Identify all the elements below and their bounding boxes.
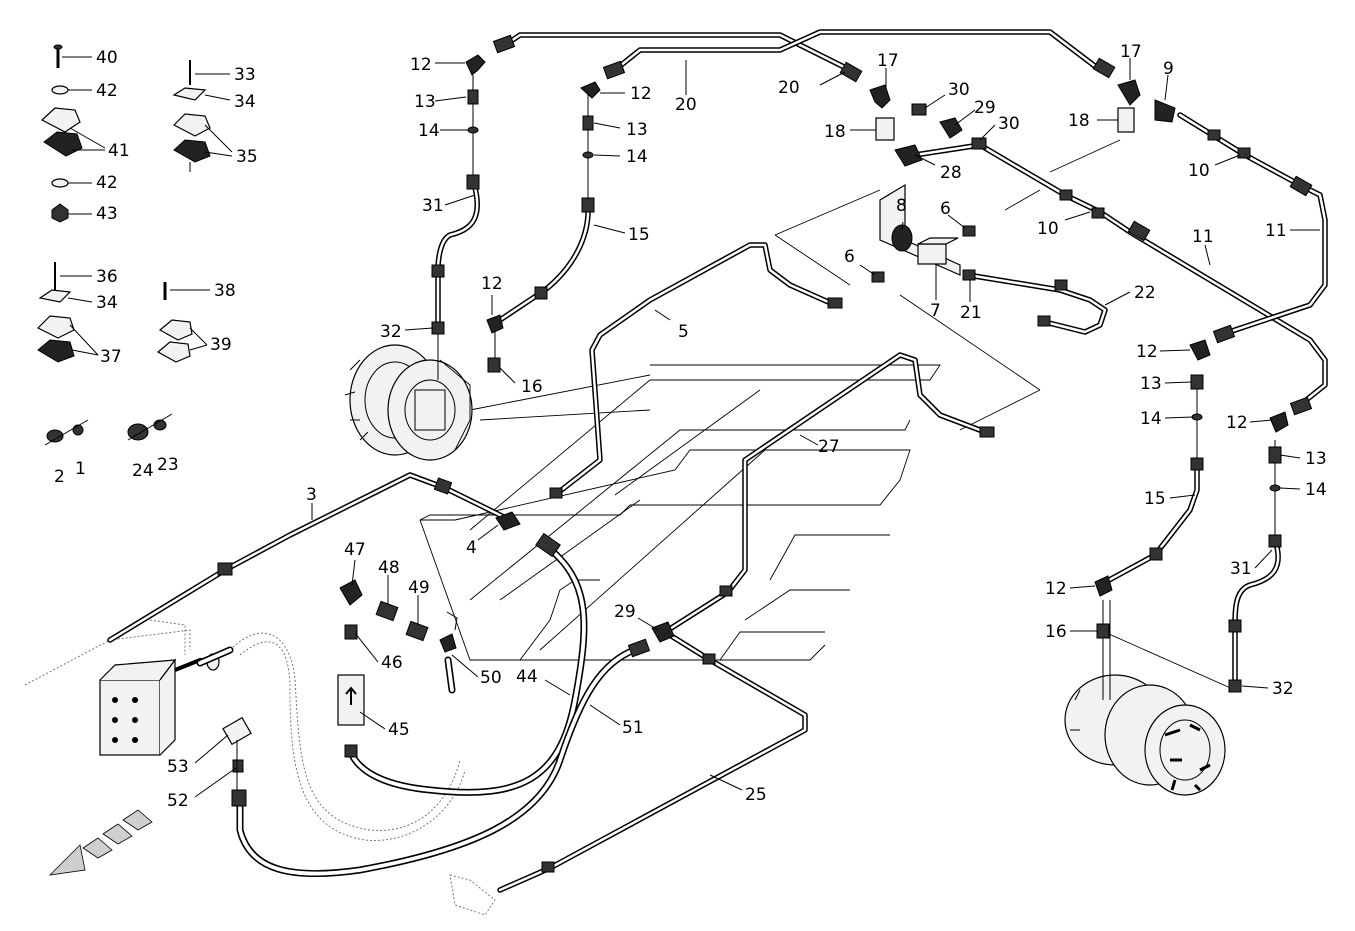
left-wheel-motor: [344, 344, 473, 461]
callout-46: 46: [381, 653, 403, 673]
callout-44: 44: [516, 667, 538, 687]
filter-assembly: [222, 579, 458, 807]
callout-11: 11: [1265, 221, 1287, 241]
callout-14: 14: [418, 121, 440, 141]
callout-45: 45: [388, 720, 410, 740]
callout-29: 29: [974, 98, 996, 118]
callout-3: 3: [306, 485, 317, 505]
callout-23: 23: [157, 455, 179, 475]
callout-5: 5: [678, 322, 689, 342]
callout-47: 47: [344, 540, 366, 560]
callout-34: 34: [234, 92, 256, 112]
callout-12: 12: [410, 55, 432, 75]
right-wheel-motor: [1064, 629, 1236, 796]
callout-13: 13: [626, 120, 648, 140]
callout-40: 40: [96, 48, 118, 68]
callout-30: 30: [948, 80, 970, 100]
callout-34: 34: [96, 293, 118, 313]
callout-53: 53: [167, 757, 189, 777]
callout-21: 21: [960, 303, 982, 323]
callout-30: 30: [998, 114, 1020, 134]
callout-12: 12: [1136, 342, 1158, 362]
callout-10: 10: [1037, 219, 1059, 239]
callout-22: 22: [1134, 283, 1156, 303]
switch-bracket: [871, 183, 976, 283]
direction-arrow-icon: [48, 809, 153, 876]
callout-48: 48: [378, 558, 400, 578]
callout-51: 51: [622, 718, 644, 738]
callout-32: 32: [380, 322, 402, 342]
callout-16: 16: [1045, 622, 1067, 642]
callout-38: 38: [214, 281, 236, 301]
callout-13: 13: [1140, 374, 1162, 394]
callout-18: 18: [824, 122, 846, 142]
callout-27: 27: [818, 437, 840, 457]
valve-block: [24, 619, 220, 756]
callout-35: 35: [236, 147, 258, 167]
callout-49: 49: [408, 578, 430, 598]
callout-6: 6: [844, 247, 855, 267]
callout-13: 13: [414, 92, 436, 112]
callout-15: 15: [628, 225, 650, 245]
callout-13: 13: [1305, 449, 1327, 469]
callout-12: 12: [1045, 579, 1067, 599]
callout-20: 20: [675, 95, 697, 115]
callout-42: 42: [96, 173, 118, 193]
callout-39: 39: [210, 335, 232, 355]
callout-24: 24: [132, 461, 154, 481]
callout-14: 14: [626, 147, 648, 167]
callout-12: 12: [630, 84, 652, 104]
clamp-hardware: [36, 44, 211, 446]
callout-31: 31: [1230, 559, 1252, 579]
callout-4: 4: [466, 538, 477, 558]
callout-16: 16: [521, 377, 543, 397]
callout-17: 17: [1120, 42, 1142, 62]
callout-33: 33: [234, 65, 256, 85]
callout-15: 15: [1144, 489, 1166, 509]
callout-17: 17: [877, 51, 899, 71]
callout-14: 14: [1140, 409, 1162, 429]
callout-8: 8: [896, 196, 907, 216]
callout-14: 14: [1305, 480, 1327, 500]
callout-12: 12: [1226, 413, 1248, 433]
callout-20: 20: [778, 78, 800, 98]
callout-31: 31: [422, 196, 444, 216]
callout-6: 6: [940, 199, 951, 219]
callout-2: 2: [54, 467, 65, 487]
fittings: [217, 34, 1313, 916]
callout-29: 29: [614, 602, 636, 622]
callout-25: 25: [745, 785, 767, 805]
callout-labels: 40 42 41 42 43 33 34 35 36 34 37 38 39 2…: [54, 42, 1327, 811]
chassis-outline: [419, 139, 1121, 661]
callout-9: 9: [1163, 59, 1174, 79]
callout-52: 52: [167, 791, 189, 811]
callout-10: 10: [1188, 161, 1210, 181]
callout-43: 43: [96, 204, 118, 224]
hoses: [196, 541, 644, 878]
callout-50: 50: [480, 668, 502, 688]
callout-41: 41: [108, 141, 130, 161]
ghost-hose: [229, 632, 461, 831]
leader-lines: [60, 56, 1320, 798]
callout-32: 32: [1272, 679, 1294, 699]
callout-42: 42: [96, 81, 118, 101]
callout-7: 7: [930, 301, 941, 321]
ghost-hose-2: [239, 641, 466, 841]
callout-28: 28: [940, 163, 962, 183]
callout-37: 37: [100, 347, 122, 367]
callout-1: 1: [75, 459, 86, 479]
callout-11: 11: [1192, 227, 1214, 247]
callout-36: 36: [96, 267, 118, 287]
callout-12: 12: [481, 274, 503, 294]
callout-18: 18: [1068, 111, 1090, 131]
